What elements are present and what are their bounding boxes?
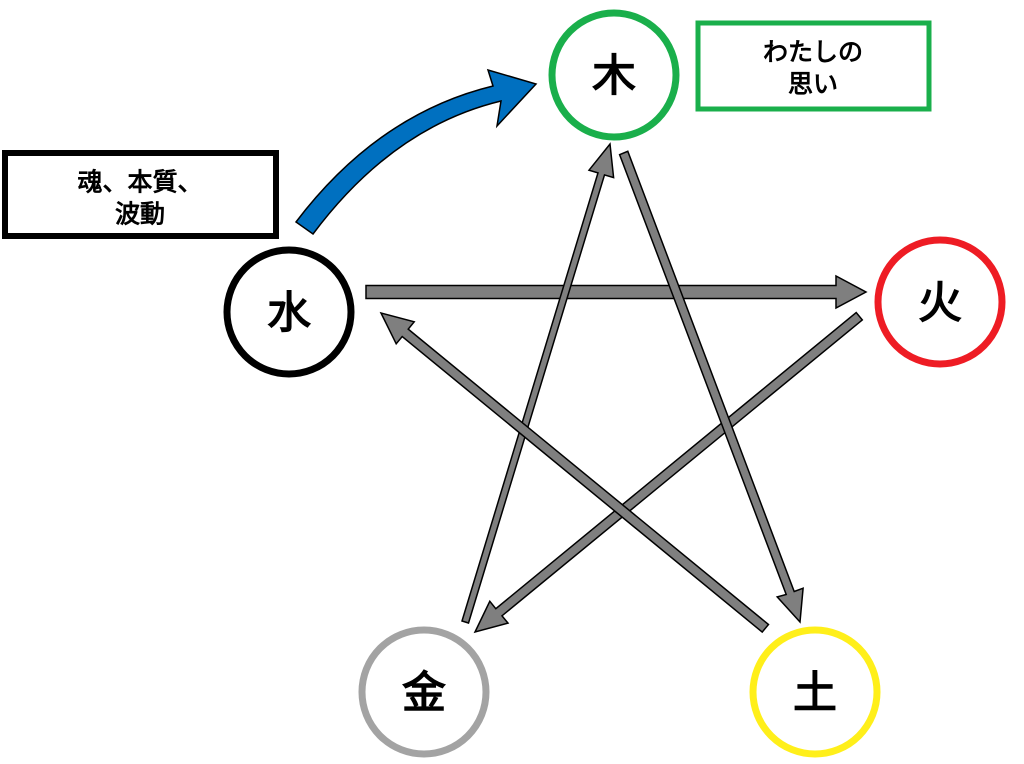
arrow-wood-to-earth [618, 150, 804, 624]
wood-note-box: わたしの 思い [695, 20, 932, 112]
metal-label: 金 [401, 668, 447, 719]
water-note-line-1: 魂、本質、 [77, 168, 202, 197]
water-circle [223, 246, 355, 378]
wood-note-border [695, 20, 932, 112]
star-arrows [365, 142, 868, 634]
water-note-box: 魂、本質、 波動 [2, 150, 279, 239]
arrow-water-to-fire [365, 274, 868, 310]
fire-circle [874, 236, 1006, 368]
wood-circle [548, 9, 680, 141]
node-earth: 土 [749, 626, 881, 758]
arrow-earth-to-water [379, 311, 770, 634]
water-note-line-2: 波動 [115, 200, 165, 229]
node-fire: 火 [874, 236, 1006, 368]
fire-label: 火 [918, 278, 962, 329]
metal-circle [358, 626, 490, 758]
wood-note-line-2: 思い [788, 70, 838, 99]
wood-label: 木 [592, 51, 636, 102]
wood-note-line-1: わたしの [763, 38, 863, 67]
arrow-metal-to-wood [461, 142, 615, 624]
node-water: 水 [223, 246, 355, 378]
node-metal: 金 [358, 626, 490, 758]
arrow-fire-to-metal [473, 311, 864, 634]
earth-label: 土 [793, 668, 837, 719]
water-label: 水 [267, 288, 312, 339]
water-note-border [2, 150, 279, 239]
highlight-arrow-water-to-wood [294, 68, 538, 236]
node-wood: 木 [548, 9, 680, 141]
earth-circle [749, 626, 881, 758]
